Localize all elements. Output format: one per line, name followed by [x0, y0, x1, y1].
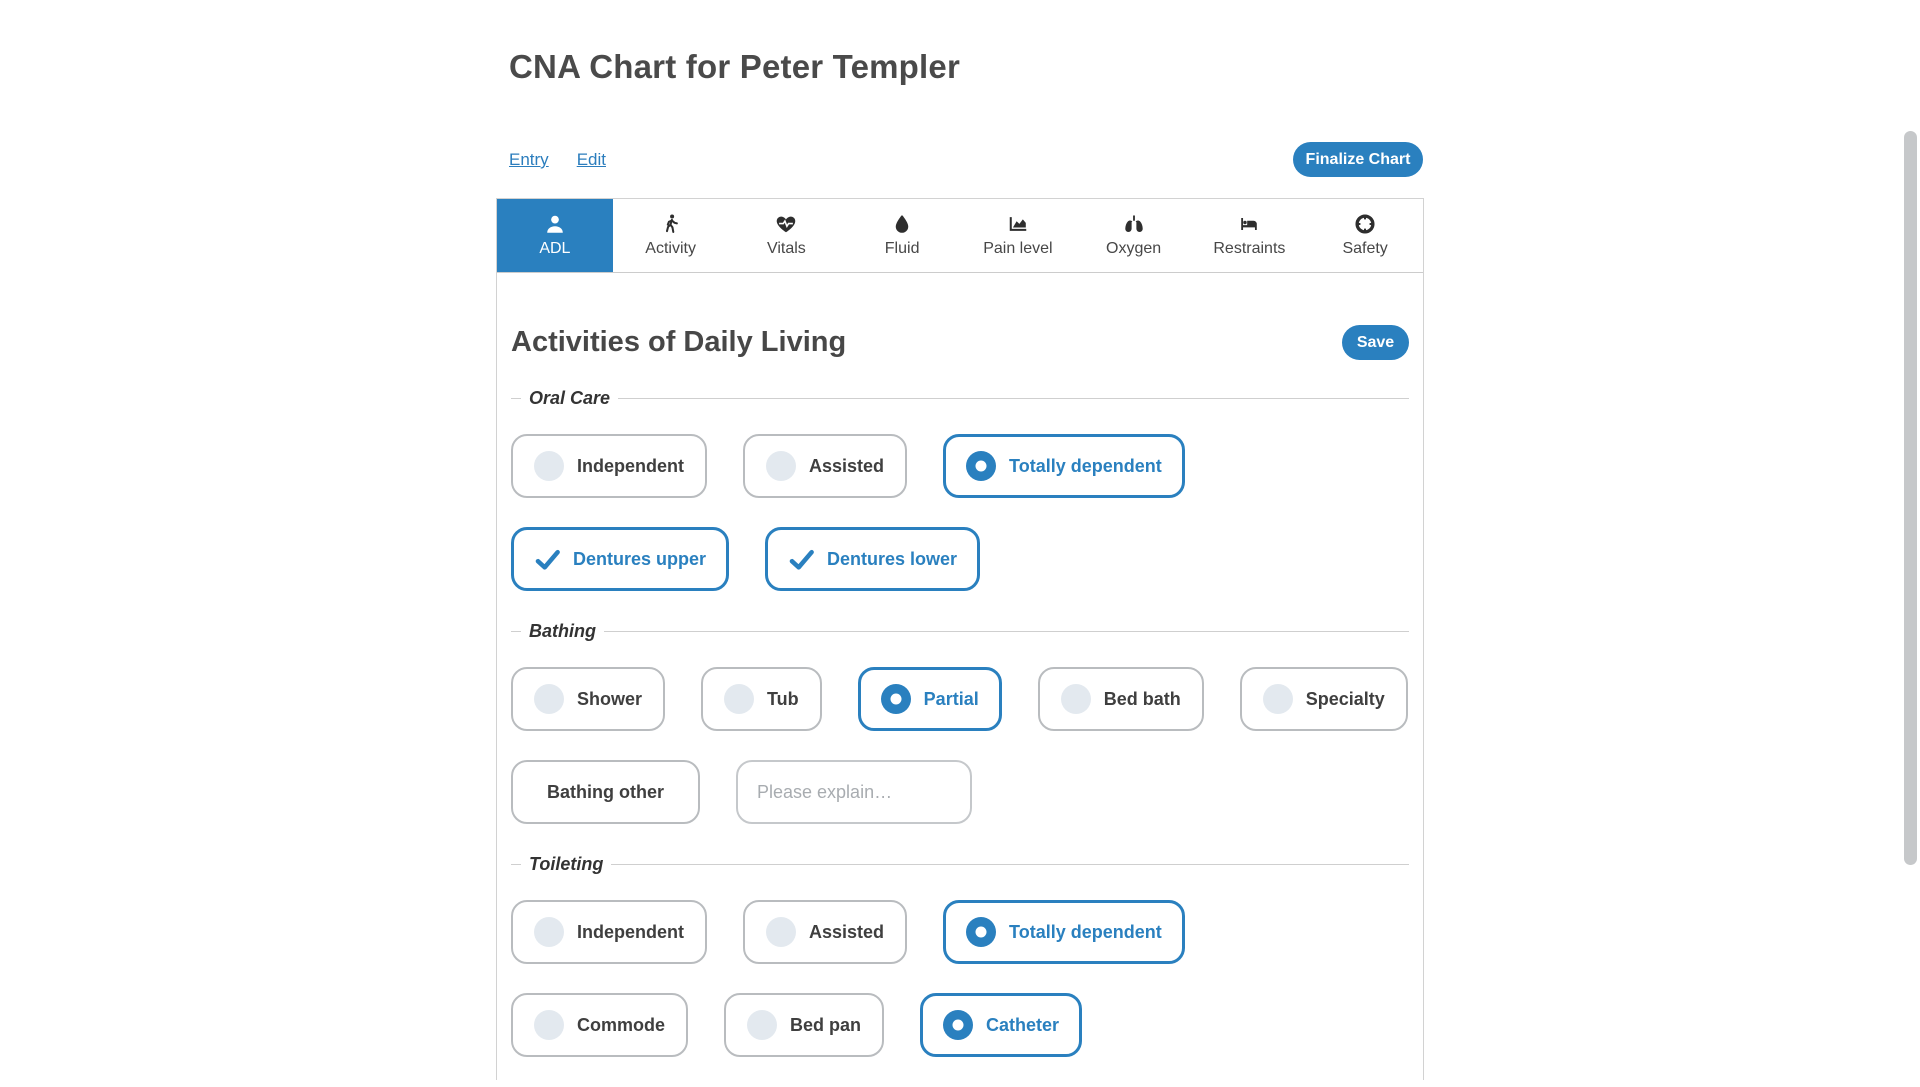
radio-circle [766, 451, 796, 481]
view-links: Entry Edit [509, 150, 606, 170]
radio-circle [534, 451, 564, 481]
tab-label: Vitals [766, 240, 806, 257]
area-chart-icon [1009, 217, 1027, 231]
toileting-level-row: Independent Assisted Totally dependent [511, 900, 1409, 964]
radio-toileting-catheter[interactable]: Catheter [920, 993, 1083, 1057]
dentures-row: Dentures upper Dentures lower [511, 527, 1409, 591]
entry-link[interactable]: Entry [509, 150, 549, 169]
tab-label: Fluid [884, 240, 920, 257]
radio-bathing-tub[interactable]: Tub [701, 667, 822, 731]
tab-label: Safety [1342, 240, 1388, 257]
tab-label: Restraints [1213, 240, 1286, 257]
tab-adl[interactable]: ADL [497, 199, 613, 272]
tab-restraints[interactable]: Restraints [1191, 199, 1308, 272]
tab-activity[interactable]: Activity [612, 199, 729, 272]
bathing-other-input[interactable] [736, 760, 972, 824]
radio-toileting-commode[interactable]: Commode [511, 993, 689, 1057]
radio-circle-selected [966, 451, 997, 481]
lungs-icon [1124, 215, 1143, 232]
radio-toileting-independent[interactable]: Independent [511, 900, 707, 964]
toileting-legend: Toileting [529, 854, 604, 874]
save-button[interactable]: Save [1342, 325, 1409, 360]
radio-circle-selected [966, 917, 997, 947]
radio-oral-assisted[interactable]: Assisted [743, 434, 908, 498]
radio-toileting-bed-pan[interactable]: Bed pan [724, 993, 885, 1057]
tab-fluid[interactable]: Fluid [844, 199, 960, 272]
toileting-group: Toileting Independent Assisted Totally d… [511, 854, 1409, 1087]
radio-toileting-totally-dependent[interactable]: Totally dependent [943, 900, 1185, 964]
radio-circle [747, 1010, 778, 1040]
radio-circle [534, 684, 564, 714]
oral-care-level-row: Independent Assisted Totally dependent [511, 434, 1409, 498]
radio-circle-selected [943, 1010, 974, 1040]
check-icon [535, 549, 560, 570]
radio-circle [766, 917, 796, 947]
bathing-group: Bathing Shower Tub Partial Bed bath [511, 621, 1409, 854]
user-icon [547, 215, 563, 233]
tab-safety[interactable]: Safety [1307, 199, 1423, 272]
bathing-legend: Bathing [529, 621, 596, 641]
adl-section: Activities of Daily Living Save Oral Car… [497, 325, 1423, 1087]
walking-icon [665, 214, 678, 233]
radio-oral-independent[interactable]: Independent [511, 434, 707, 498]
bathing-type-row: Shower Tub Partial Bed bath Specialty [511, 667, 1409, 731]
tab-pain-level[interactable]: Pain level [960, 199, 1076, 272]
tab-vitals[interactable]: Vitals [728, 199, 845, 272]
checkbox-dentures-lower[interactable]: Dentures lower [765, 527, 981, 591]
radio-toileting-assisted[interactable]: Assisted [743, 900, 908, 964]
radio-circle [1060, 684, 1091, 714]
edit-link[interactable]: Edit [576, 150, 606, 169]
heart-pulse-icon [777, 216, 796, 233]
chart-panel: ADL Activity Vitals [496, 198, 1424, 1080]
radio-circle [534, 1010, 564, 1040]
vertical-scrollbar-thumb[interactable] [1904, 131, 1917, 865]
radio-bathing-shower[interactable]: Shower [511, 667, 666, 731]
section-title: Activities of Daily Living [511, 326, 847, 358]
tab-label: ADL [539, 240, 571, 257]
tab-bar: ADL Activity Vitals [497, 199, 1423, 273]
bed-icon [1241, 218, 1258, 230]
checkbox-dentures-upper[interactable]: Dentures upper [511, 527, 730, 591]
droplet-icon [895, 215, 909, 233]
tab-label: Activity [645, 240, 696, 257]
life-ring-icon [1355, 214, 1375, 234]
check-icon [789, 549, 814, 570]
radio-circle-selected [880, 684, 911, 714]
finalize-chart-button[interactable]: Finalize Chart [1293, 142, 1423, 177]
radio-bathing-bed-bath[interactable]: Bed bath [1037, 667, 1204, 731]
oral-care-group: Oral Care Independent Assisted Totally d… [511, 388, 1409, 621]
page-title: CNA Chart for Peter Templer [509, 48, 960, 85]
radio-bathing-partial[interactable]: Partial [857, 667, 1002, 731]
bathing-other-button[interactable]: Bathing other [511, 760, 700, 824]
bathing-other-row: Bathing other [511, 760, 1409, 824]
tab-oxygen[interactable]: Oxygen [1075, 199, 1192, 272]
toileting-method-row: Commode Bed pan Catheter [511, 993, 1409, 1057]
tab-label: Oxygen [1106, 240, 1162, 257]
radio-circle [724, 684, 755, 714]
radio-oral-totally-dependent[interactable]: Totally dependent [943, 434, 1185, 498]
radio-circle [534, 917, 564, 947]
oral-care-legend: Oral Care [529, 388, 611, 408]
radio-bathing-specialty[interactable]: Specialty [1239, 667, 1408, 731]
tab-label: Pain level [983, 240, 1053, 257]
radio-circle [1262, 684, 1293, 714]
